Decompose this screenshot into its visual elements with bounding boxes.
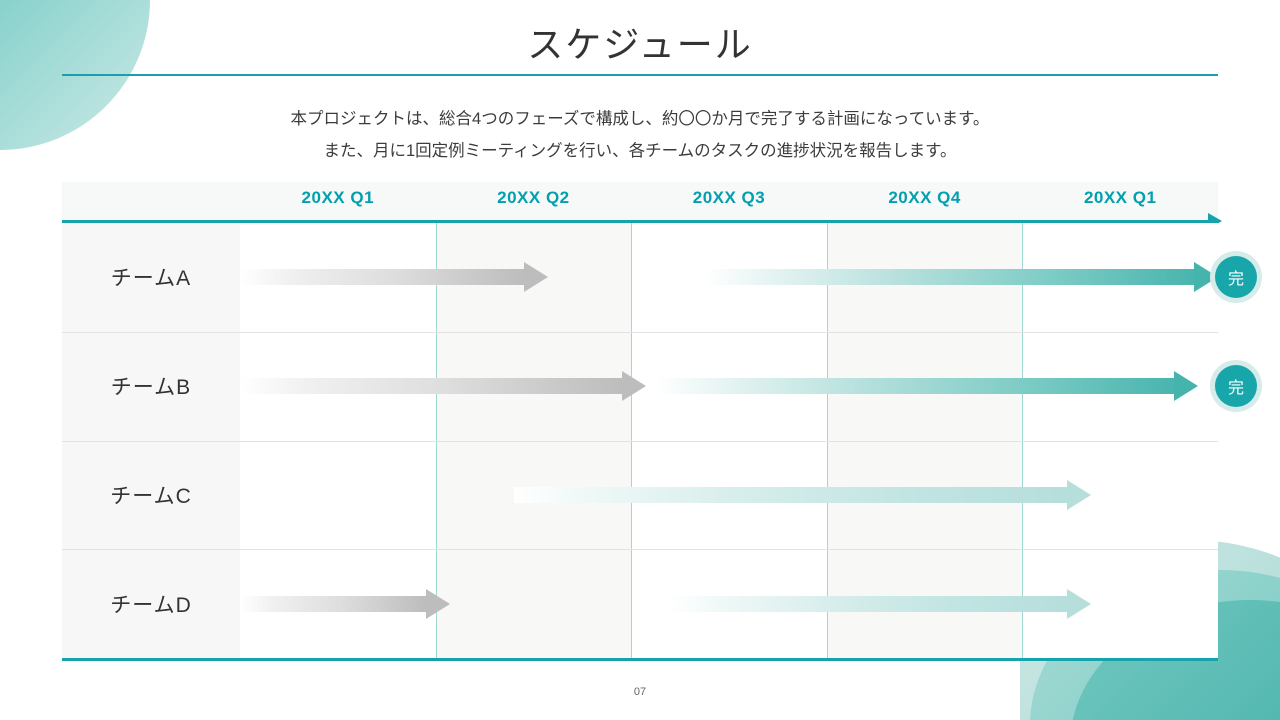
gantt-column-header: 20XX Q2 bbox=[497, 188, 570, 207]
timeline-axis bbox=[62, 220, 1208, 223]
gantt-row-separator bbox=[62, 331, 1218, 333]
gantt-bar-arrowhead-icon bbox=[1174, 371, 1199, 402]
gantt-column-header: 20XX Q3 bbox=[692, 188, 766, 207]
gantt-bar-arrowhead-icon bbox=[524, 262, 549, 293]
gantt-bar[interactable] bbox=[240, 262, 549, 293]
gantt-bar[interactable] bbox=[655, 371, 1199, 402]
gantt-row-label: チームB bbox=[110, 376, 192, 400]
gantt-header-row bbox=[62, 182, 1218, 220]
gantt-column-header: 20XX Q1 bbox=[1083, 188, 1157, 207]
gantt-bar-shaft bbox=[240, 595, 427, 612]
gantt-bar-shaft bbox=[670, 595, 1067, 612]
status-badge-label: 完 bbox=[1215, 256, 1257, 299]
page-number: 07 bbox=[633, 686, 647, 698]
gantt-bar-shaft bbox=[240, 378, 622, 395]
gantt-bar-shaft bbox=[655, 378, 1175, 395]
gantt-row-label: チームD bbox=[110, 593, 192, 617]
gantt-bar[interactable] bbox=[513, 479, 1091, 510]
gantt-row-label: チームC bbox=[110, 484, 192, 508]
slide-subtitle: 本プロジェクトは、総合4つのフェーズで構成し、約〇〇か月で完了する計画になってい… bbox=[0, 103, 1280, 167]
gantt-bar-arrowhead-icon bbox=[1066, 588, 1091, 619]
gantt-bar[interactable] bbox=[670, 588, 1091, 619]
gantt-bar[interactable] bbox=[704, 262, 1218, 293]
gantt-bar-shaft bbox=[704, 269, 1194, 286]
gantt-bar-arrowhead-icon bbox=[621, 371, 646, 402]
gantt-column-header: 20XX Q1 bbox=[301, 188, 375, 207]
gantt-bar[interactable] bbox=[240, 371, 646, 402]
gantt-bar-shaft bbox=[513, 486, 1067, 503]
gantt-bar-arrowhead-icon bbox=[1066, 479, 1091, 510]
gantt-bar[interactable] bbox=[240, 588, 451, 619]
status-badge[interactable]: 完 bbox=[1210, 251, 1262, 304]
subtitle-line-2: また、月に1回定例ミーティングを行い、各チームのタスクの進捗状況を報告します。 bbox=[323, 142, 957, 160]
status-badge-label: 完 bbox=[1215, 365, 1257, 408]
gantt-chart: 20XX Q1 20XX Q2 20XX Q3 20XX Q4 20XX Q1 チームA… bbox=[62, 182, 1262, 661]
page-title: スケジュール bbox=[527, 24, 753, 65]
gantt-row-separator bbox=[62, 549, 1218, 551]
gantt-row-label: チームA bbox=[110, 267, 192, 291]
title-divider bbox=[62, 74, 1218, 76]
gantt-bar-shaft bbox=[240, 269, 525, 286]
subtitle-line-1: 本プロジェクトは、総合4つのフェーズで構成し、約〇〇か月で完了する計画になってい… bbox=[290, 110, 990, 128]
gantt-bar-arrowhead-icon bbox=[426, 588, 451, 619]
gantt-column-header: 20XX Q4 bbox=[888, 188, 961, 207]
status-badge[interactable]: 完 bbox=[1210, 360, 1262, 413]
gantt-bottom-divider bbox=[62, 658, 1218, 661]
gantt-row-separator bbox=[62, 440, 1218, 442]
